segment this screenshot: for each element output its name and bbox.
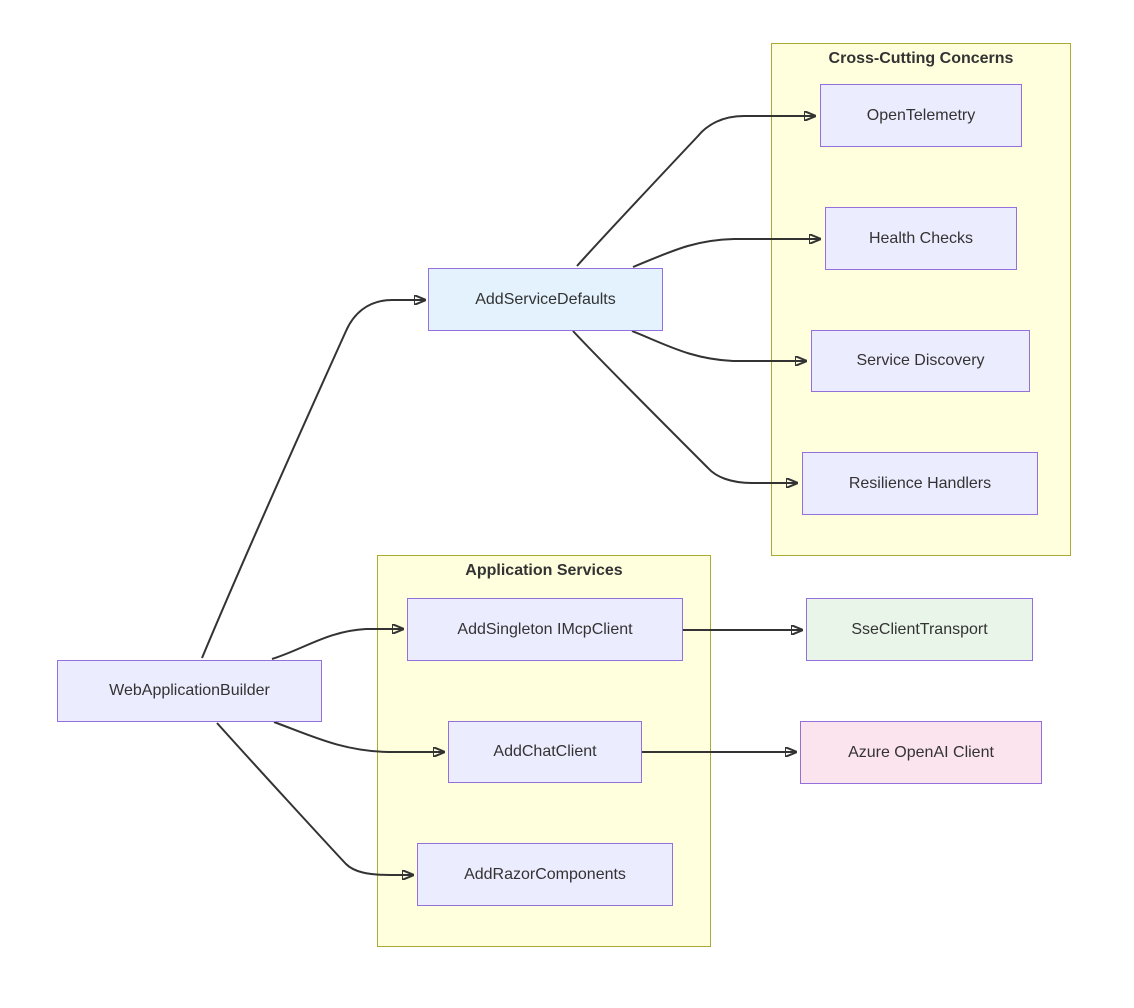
- node-addsingleton-imcpclient: AddSingleton IMcpClient: [407, 598, 683, 661]
- group-title-cross-cutting-concerns: Cross-Cutting Concerns: [828, 50, 1014, 67]
- node-label: Health Checks: [868, 229, 974, 247]
- node-label: AddSingleton IMcpClient: [457, 620, 633, 638]
- node-label: Resilience Handlers: [848, 474, 992, 492]
- node-healthchecks: Health Checks: [825, 207, 1017, 270]
- group-title-application-services: Application Services: [465, 562, 623, 579]
- node-label: OpenTelemetry: [866, 106, 976, 124]
- node-label: WebApplicationBuilder: [109, 682, 270, 699]
- node-label: AddRazorComponents: [464, 865, 626, 883]
- node-label: SseClientTransport: [851, 620, 988, 638]
- node-addchatclient: AddChatClient: [448, 721, 642, 783]
- edge-addservicedefaults-to-resiliencehandlers: [572, 330, 796, 483]
- node-addservicedefaults: AddServiceDefaults: [428, 268, 663, 331]
- node-label: AddServiceDefaults: [475, 290, 616, 308]
- node-webapplicationbuilder: WebApplicationBuilder: [57, 660, 322, 722]
- node-servicediscovery: Service Discovery: [811, 330, 1030, 392]
- node-sseclienttransport: SseClientTransport: [806, 598, 1033, 661]
- node-addrazorcomponents: AddRazorComponents: [417, 843, 673, 906]
- node-label: Azure OpenAI Client: [848, 743, 994, 761]
- node-opentelemetry: OpenTelemetry: [820, 84, 1022, 147]
- node-azureopenaiclient: Azure OpenAI Client: [800, 721, 1042, 784]
- node-label: Service Discovery: [856, 352, 985, 369]
- node-resiliencehandlers: Resilience Handlers: [802, 452, 1038, 515]
- node-label: AddChatClient: [493, 743, 597, 760]
